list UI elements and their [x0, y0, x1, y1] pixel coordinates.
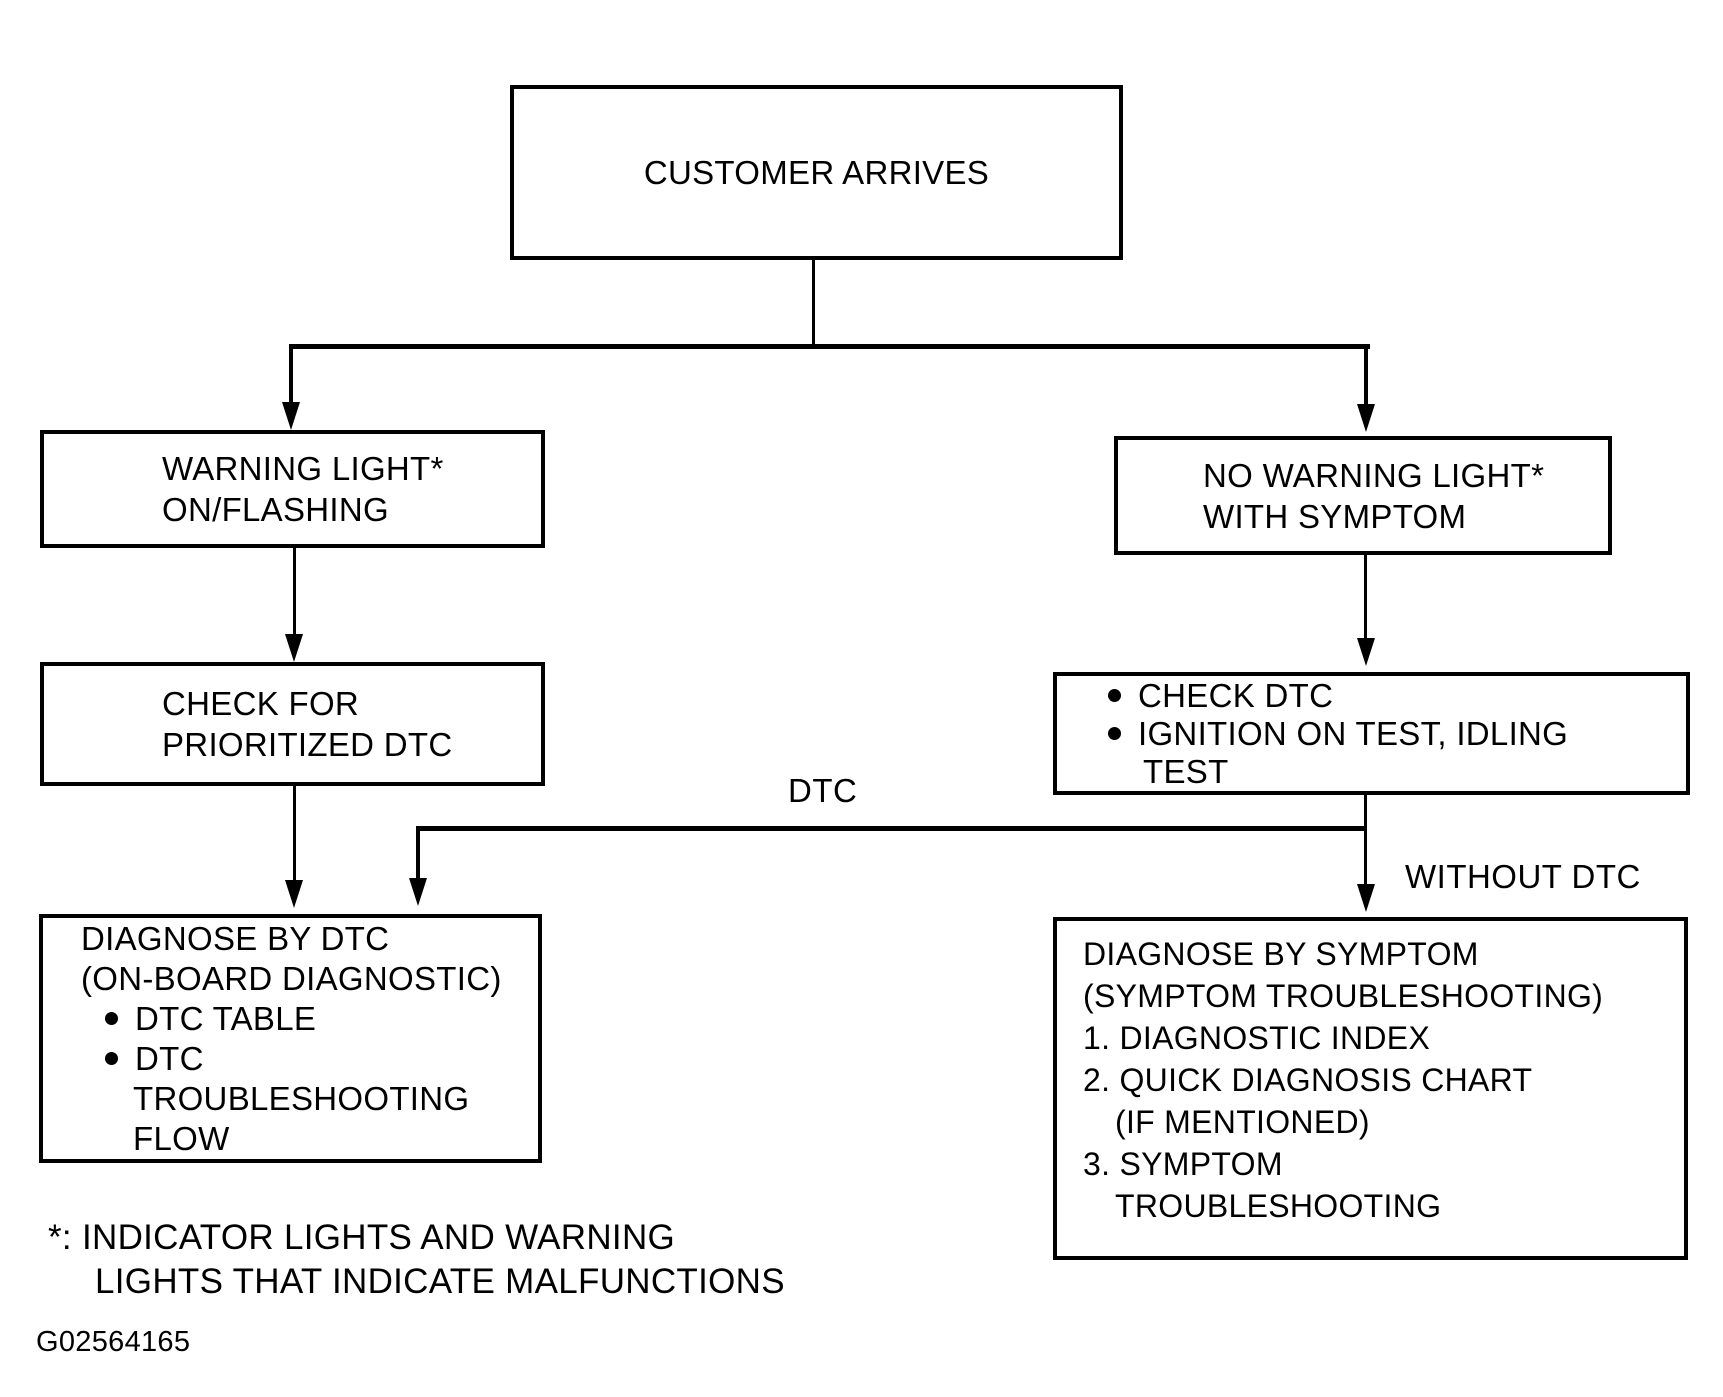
bullet-icon: [1108, 689, 1121, 702]
check-dtc-bullet1: CHECK DTC: [1108, 677, 1686, 715]
diagnose-dtc-bullet1-label: DTC TABLE: [135, 999, 317, 1037]
edge-label-dtc: DTC: [788, 772, 858, 809]
connector-dtc-horizontal: [416, 826, 1366, 831]
diagnose-dtc-title: DIAGNOSE BY DTC: [81, 919, 390, 957]
arrowhead-to-warning-light: [282, 402, 300, 430]
connector-dtc-drop: [416, 826, 420, 878]
diagnose-dtc-bullet2-cont2: FLOW: [133, 1119, 230, 1157]
node-warning-light-line1: WARNING LIGHT*: [162, 450, 444, 487]
check-dtc-bullet2-cont: TEST: [1143, 752, 1229, 790]
connector-checkdtc-down: [1364, 795, 1367, 884]
footnote-line2: LIGHTS THAT INDICATE MALFUNCTIONS: [95, 1262, 785, 1301]
figure-id: G02564165: [36, 1326, 191, 1358]
diagnose-symptom-item3: 3. SYMPTOM: [1083, 1145, 1283, 1182]
connector-nowarning-to-checkdtc: [1364, 555, 1367, 638]
diagnose-symptom-item2: 2. QUICK DIAGNOSIS CHART: [1083, 1061, 1533, 1098]
node-no-warning-line1: NO WARNING LIGHT*: [1203, 456, 1545, 494]
node-diagnose-by-symptom: DIAGNOSE BY SYMPTOM (SYMPTOM TROUBLESHOO…: [1053, 917, 1688, 1260]
connector-left-drop: [289, 344, 293, 402]
node-check-prioritized-line1: CHECK FOR: [162, 685, 360, 722]
diagnose-symptom-item2-cont: (IF MENTIONED): [1115, 1103, 1370, 1140]
diagnose-dtc-bullet1: DTC TABLE: [105, 999, 538, 1039]
diagnose-symptom-subtitle: (SYMPTOM TROUBLESHOOTING): [1083, 977, 1604, 1014]
check-dtc-bullet1-label: CHECK DTC: [1138, 676, 1334, 714]
check-dtc-bullet2: IGNITION ON TEST, IDLING: [1108, 715, 1686, 753]
diagnose-dtc-bullet2: DTC: [105, 1039, 538, 1079]
edge-label-without-dtc: WITHOUT DTC: [1405, 858, 1641, 895]
diagnose-symptom-item1: 1. DIAGNOSTIC INDEX: [1083, 1019, 1431, 1056]
node-no-warning-line2: WITH SYMPTOM: [1203, 497, 1467, 535]
node-check-dtc-tests: CHECK DTC IGNITION ON TEST, IDLING TEST: [1053, 672, 1690, 795]
connector-check-to-diagnose-dtc: [293, 786, 296, 880]
node-customer-arrives: CUSTOMER ARRIVES: [510, 85, 1123, 260]
arrowhead-to-no-warning-light: [1357, 404, 1375, 432]
connector-warning-to-check: [293, 548, 296, 634]
bullet-icon: [105, 1012, 118, 1025]
arrowhead-to-check-prioritized: [285, 634, 303, 662]
arrowhead-to-diagnose-symptom: [1357, 884, 1375, 912]
check-dtc-bullet2-label: IGNITION ON TEST, IDLING: [1138, 714, 1569, 752]
diagnose-dtc-bullet2-label: DTC: [135, 1039, 204, 1077]
bullet-icon: [105, 1052, 118, 1065]
node-warning-light-line2: ON/FLASHING: [162, 491, 390, 528]
diagnose-symptom-item3-cont: TROUBLESHOOTING: [1115, 1187, 1442, 1224]
arrowhead-to-diagnose-dtc-right: [409, 878, 427, 906]
connector-customer-stem: [812, 258, 815, 348]
diagnose-symptom-title: DIAGNOSE BY SYMPTOM: [1083, 935, 1479, 972]
diagnose-dtc-subtitle: (ON-BOARD DIAGNOSTIC): [81, 959, 502, 997]
arrowhead-to-check-dtc: [1357, 638, 1375, 666]
node-check-prioritized-line2: PRIORITIZED DTC: [162, 726, 453, 763]
node-diagnose-by-dtc: DIAGNOSE BY DTC (ON-BOARD DIAGNOSTIC) DT…: [39, 914, 542, 1163]
node-no-warning-light: NO WARNING LIGHT* WITH SYMPTOM: [1114, 436, 1612, 555]
connector-split-bar: [289, 344, 1370, 349]
node-check-prioritized-dtc: CHECK FOR PRIORITIZED DTC: [40, 662, 545, 786]
connector-right-drop: [1364, 344, 1368, 404]
arrowhead-to-diagnose-dtc-left: [285, 880, 303, 908]
bullet-icon: [1108, 727, 1121, 740]
footnote-line1: *: INDICATOR LIGHTS AND WARNING: [48, 1218, 676, 1257]
diagnose-dtc-bullet2-cont1: TROUBLESHOOTING: [133, 1079, 470, 1117]
node-warning-light: WARNING LIGHT* ON/FLASHING: [40, 430, 545, 548]
node-customer-arrives-label: CUSTOMER ARRIVES: [643, 154, 990, 191]
